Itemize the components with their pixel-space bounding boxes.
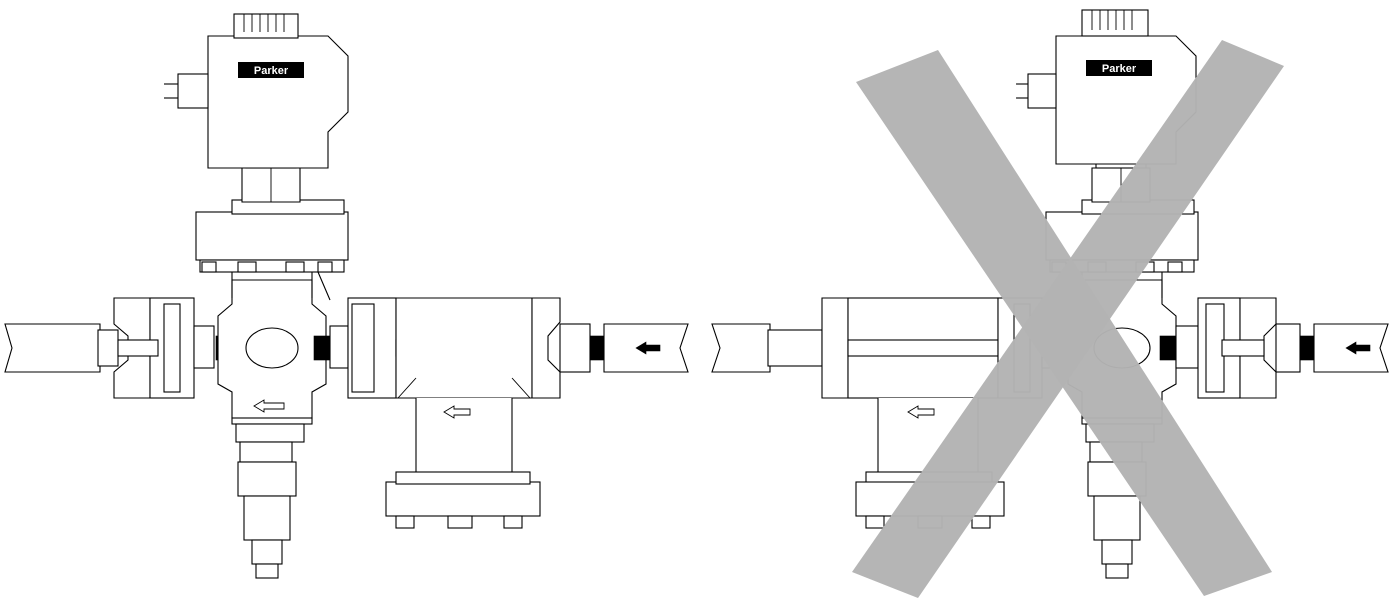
bonnet-flange [195,211,349,261]
left-pipe-nut [97,329,119,367]
left-fitting [193,325,215,369]
valve-stem-tip [255,563,279,579]
brand-label: Parker [254,65,289,77]
right-panel-right-flange-ring [1205,303,1225,393]
coil-connector [233,13,299,39]
right-panel-strainer-arrow-icon [907,405,935,419]
valve-flow-arrow-icon [253,399,285,413]
valve-stem-cap [251,539,283,565]
right-panel-assembly: Parker [711,9,1389,598]
left-sight-glass [245,327,299,369]
left-fitting-right [329,325,349,369]
right-panel-coil-terminal-pins [1016,83,1028,99]
right-panel-thread-right [1159,335,1177,361]
strainer-housing [395,297,533,399]
right-panel-coil-terminal-block [1027,73,1057,109]
right-panel-parker-logo: Parker [1086,60,1152,76]
left-panel-assembly: Parker [4,13,689,579]
valve-stem-upper [235,423,305,443]
strainer-bottom-flange [385,481,541,517]
coil-terminal-pins [164,83,178,99]
strainer-flow-arrow-icon [443,405,471,419]
left-flange-ring [163,303,181,393]
strainer-neck-left [397,377,417,399]
right-panel-long-tie-rod [847,339,999,357]
right-panel-stem-tip [1105,563,1129,579]
valve-stem-housing [231,417,313,425]
left-outlet-pipe [4,323,101,373]
right-panel-outlet-nut [767,329,823,367]
inlet-flow-arrow-icon [635,341,661,355]
solenoid-coil [207,35,349,169]
left-tie-rod [117,339,159,357]
left-thread-right [313,335,331,361]
right-inlet-nut [559,323,591,373]
right-panel-stem-cap [1101,539,1133,565]
cross-stroke-2 [852,40,1284,598]
right-panel-outlet-pipe [711,323,771,373]
valve-stem-body [237,461,297,497]
right-panel-strainer-cap [821,297,849,399]
right-panel-fitting-right [1175,325,1199,369]
right-panel-stem-lower [1093,495,1141,541]
right-panel-right-tie-rod [1221,339,1265,357]
parker-logo: Parker [238,62,304,78]
right-panel-brand-label: Parker [1102,63,1137,75]
right-inlet-thread [589,335,605,361]
right-panel-inlet-thread [1299,335,1315,361]
coil-terminal-block [177,73,209,109]
incorrect-cross-mark [852,40,1284,598]
right-panel-inlet-nut [1275,323,1301,373]
right-panel-coil-connector [1081,9,1149,37]
bonnet-neck [231,271,331,301]
bonnet-bolts [201,261,333,273]
valve-stem-lower [243,495,291,541]
strainer-bolts [395,515,523,529]
strainer-right-cap [531,297,561,399]
right-panel-coil-connector-ribs [1091,10,1133,30]
strainer-neck-right [511,377,531,399]
bonnet-bolt-row [199,259,345,273]
right-panel-inlet-arrow-icon [1345,341,1371,355]
center-flange-ring [351,303,375,393]
valve-stem-mid [239,441,293,463]
coil-connector-ribs [243,14,285,32]
strainer-bottom-plate [395,471,531,485]
